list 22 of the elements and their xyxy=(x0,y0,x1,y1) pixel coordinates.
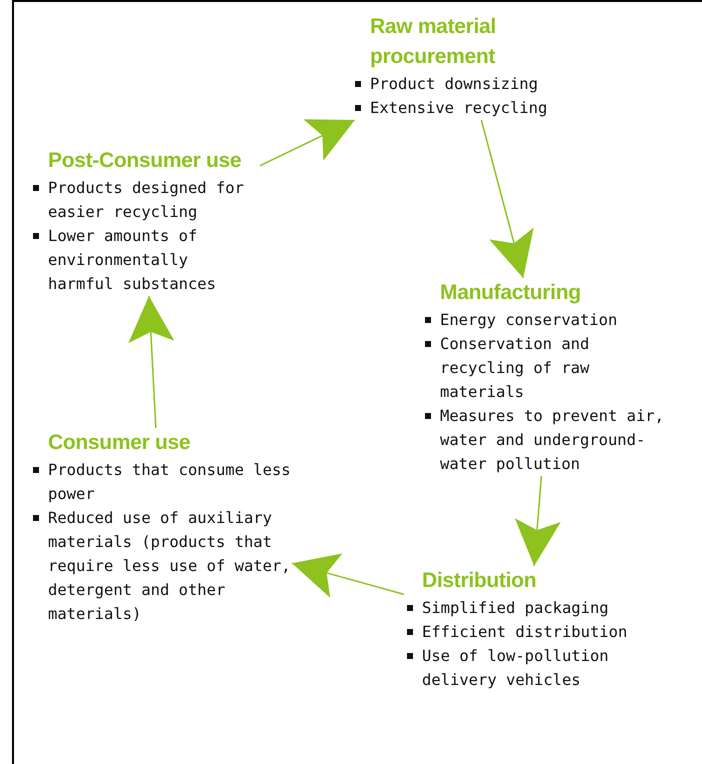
bullet-item: Extensive recycling xyxy=(352,96,582,120)
bullet-item: Conservation and recycling of raw materials xyxy=(422,332,677,404)
chevron-arrow xyxy=(480,120,534,278)
bullet-item: Measures to prevent air, water and underground-water pollution xyxy=(422,404,677,476)
stage-heading: Distribution xyxy=(422,568,538,594)
chevron-arrow xyxy=(260,119,356,166)
chevron-arrow xyxy=(128,296,174,428)
bullet-item: Lower amounts of environmentally harmful substances xyxy=(30,224,260,296)
chevron-arrow xyxy=(514,476,561,566)
chevron-arrow xyxy=(292,553,404,598)
stage-heading: Manufacturing xyxy=(440,280,582,306)
stage-heading: Raw material procurement xyxy=(370,14,497,70)
bullet-item: Products designed for easier recycling xyxy=(30,176,260,224)
stage-heading: Post-Consumer use xyxy=(48,148,242,174)
stage-heading: Consumer use xyxy=(48,430,192,456)
bullet-item: Products that consume less power xyxy=(30,458,292,506)
bullet-item: Product downsizing xyxy=(352,72,582,96)
bullet-item: Energy conservation xyxy=(422,308,677,332)
bullet-item: Use of low-pollution delivery vehicles xyxy=(404,644,654,692)
bullet-item: Simplified packaging xyxy=(404,596,654,620)
bullet-item: Efficient distribution xyxy=(404,620,654,644)
bullet-item: Reduced use of auxiliary materials (products that require less use of water, detergent and other materials) xyxy=(30,506,292,626)
